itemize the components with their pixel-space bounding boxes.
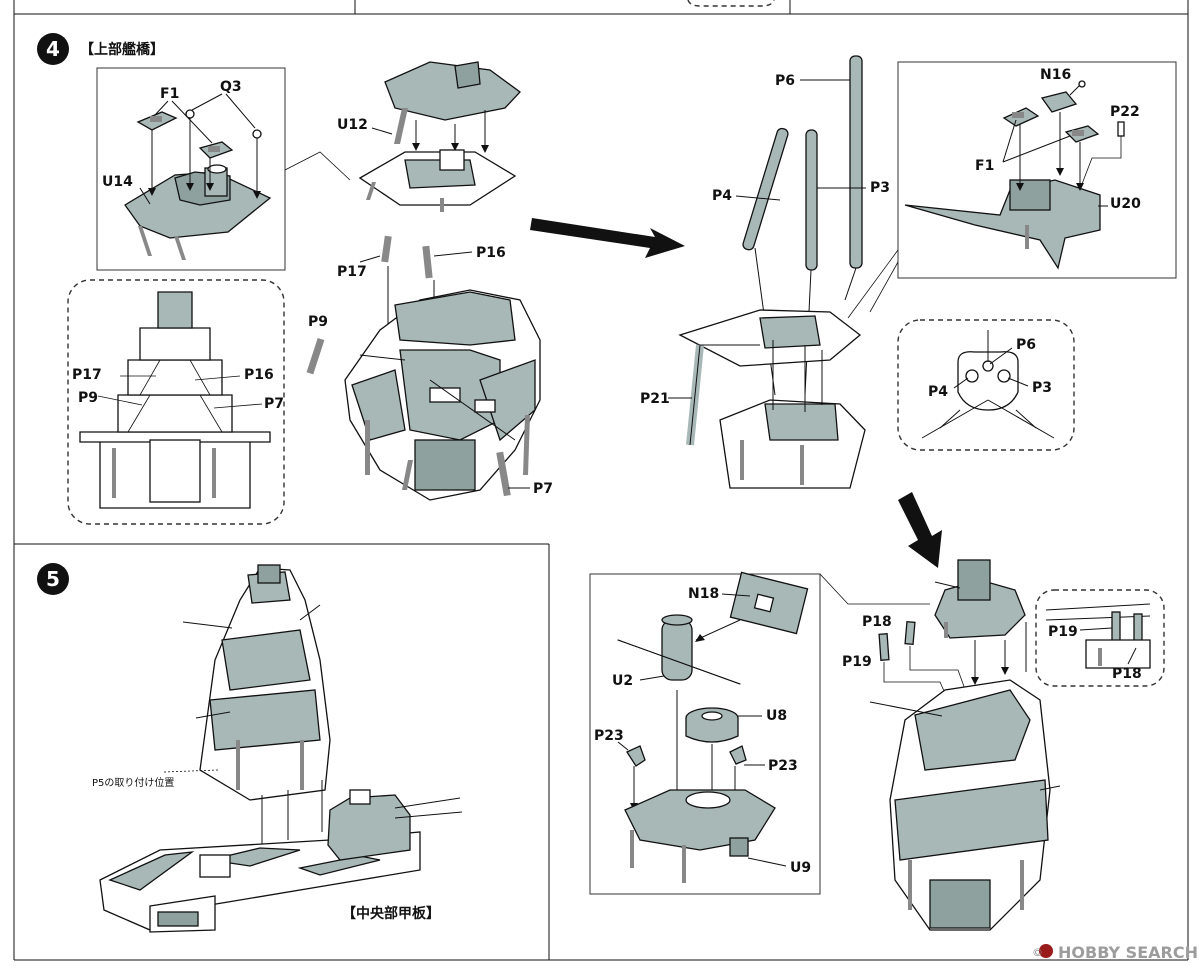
watermark-text: HOBBY SEARCH: [1058, 943, 1198, 962]
label-p23-left: P23: [594, 728, 624, 744]
tower-top-assembly: P18 P19: [842, 559, 1061, 931]
label-f1-u20: F1: [975, 158, 994, 174]
label-n18: N18: [688, 586, 719, 602]
inset-u9: N18 U2 U8 P23 P23 U9: [589, 571, 930, 895]
label-u9: U9: [790, 860, 811, 876]
step4-number: 4: [46, 37, 60, 61]
label-u14: U14: [102, 174, 133, 190]
label-q3: Q3: [220, 79, 242, 95]
step5-header: 5: [37, 563, 69, 595]
step5-number: 5: [46, 567, 60, 591]
label-p3-mast: P3: [870, 180, 890, 196]
label-p3-detail: P3: [1032, 380, 1052, 396]
label-p7-main: P7: [533, 481, 553, 497]
label-u12: U12: [337, 117, 368, 133]
p5-note-leader: [163, 769, 219, 773]
label-p21: P21: [640, 391, 670, 407]
label-p16-main: P16: [476, 245, 506, 261]
mast-assembly: P6 P4 P3 P21: [640, 55, 890, 489]
watermark-logo-icon: [1039, 944, 1053, 958]
label-u2: U2: [612, 673, 633, 689]
watermark-copyright: ©: [1032, 946, 1043, 959]
label-n16: N16: [1040, 67, 1071, 83]
label-u8: U8: [766, 708, 787, 724]
label-u20: U20: [1110, 196, 1141, 212]
label-p22: P22: [1110, 104, 1140, 120]
inset-u14: F1 Q3 U14: [96, 67, 351, 271]
label-p19-detail: P19: [1048, 624, 1078, 640]
hobby-search-watermark: © HOBBY SEARCH: [1032, 943, 1198, 962]
label-p9-main: P9: [308, 314, 328, 330]
label-p18-main: P18: [862, 614, 892, 630]
label-p18-detail: P18: [1112, 666, 1142, 682]
dashed-detail-topview: P6 P4 P3: [897, 319, 1075, 451]
top-frame: [13, 0, 1189, 960]
label-p19-main: P19: [842, 654, 872, 670]
label-f1-inset: F1: [160, 86, 179, 102]
label-p4-detail: P4: [928, 384, 948, 400]
step4-header: 4 【上部艦橋】: [37, 33, 164, 65]
p5-position-note: P5の取り付け位置: [92, 776, 174, 789]
label-p9-detail: P9: [78, 390, 98, 406]
step5-completed-model: P5の取り付け位置 【中央部甲板】: [92, 564, 463, 933]
label-p7-detail: P7: [264, 396, 284, 412]
label-p17-main: P17: [337, 264, 367, 280]
dashed-detail-tower: P17 P16 P9 P7: [67, 279, 285, 525]
step4-number-badge: [37, 33, 69, 65]
label-p16-detail: P16: [244, 367, 274, 383]
label-p4-mast: P4: [712, 188, 732, 204]
step5-frame: [13, 543, 1188, 961]
inset-u20: N16 P22 F1 U20: [847, 61, 1177, 319]
step4-title: 【上部艦橋】: [80, 41, 164, 58]
label-p17-detail: P17: [72, 367, 102, 383]
right-arrow: [530, 218, 685, 258]
down-arrow: [898, 492, 942, 568]
dashed-detail-p18-p19: P19 P18: [1035, 589, 1165, 687]
label-p23-right: P23: [768, 758, 798, 774]
bridge-tower-assembly: U12 P17 P16 P9 P7: [306, 61, 553, 501]
center-deck-label: 【中央部甲板】: [342, 905, 440, 922]
label-p6-mast: P6: [775, 73, 795, 89]
label-p6-detail: P6: [1016, 337, 1036, 353]
step5-number-badge: [37, 563, 69, 595]
